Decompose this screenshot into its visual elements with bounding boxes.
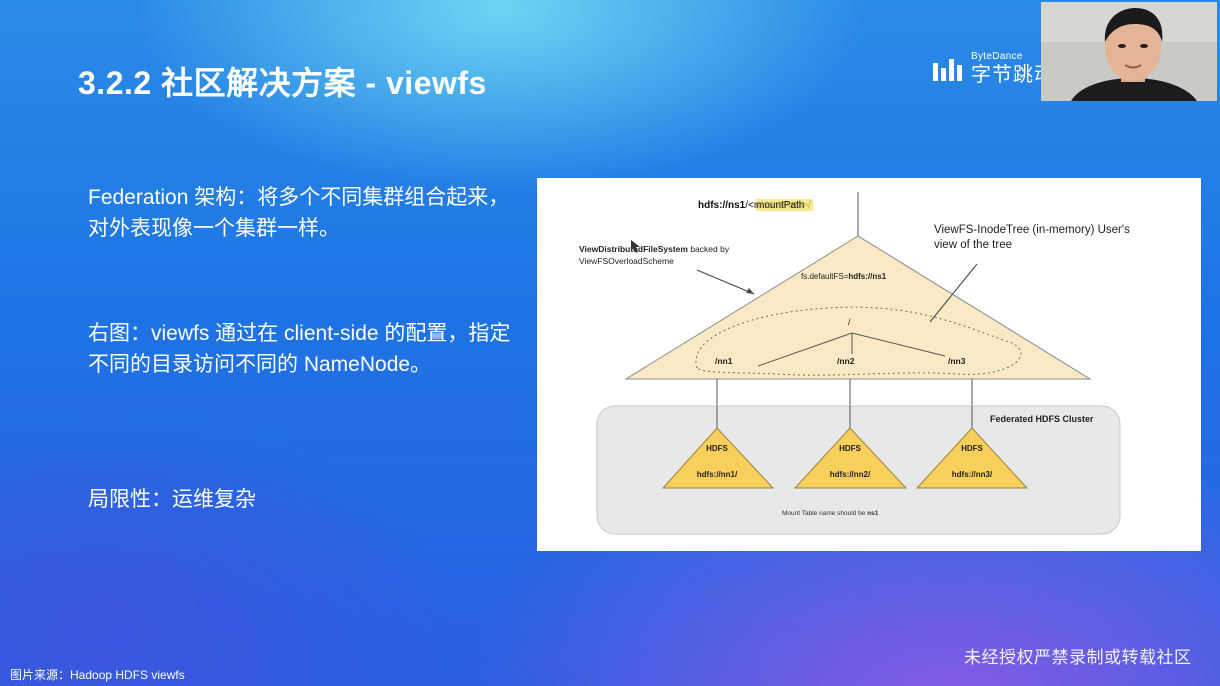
client-fs-arrowhead	[746, 288, 754, 294]
hdfs-nn3-triangle	[915, 427, 1029, 489]
image-source-caption: 图片来源：Hadoop HDFS viewfs	[10, 668, 185, 682]
hdfs-nn2-triangle	[793, 427, 908, 489]
inode-tree-pointer	[929, 263, 978, 323]
mount-path-highlight-box	[756, 199, 813, 211]
client-fs-label-line2: ViewFSOverloadScheme	[579, 256, 674, 266]
root-node: /	[848, 317, 851, 327]
viewfs-architecture-diagram: hdfs://ns1/<mountPath>/ mountPath ViewDi…	[537, 178, 1201, 551]
slide-title: 3.2.2 社区解决方案 - viewfs	[78, 65, 487, 101]
inode-tree-label-line2: view of the tree	[934, 239, 1012, 251]
presenter-webcam	[1041, 2, 1217, 101]
bytedance-logo-icon	[933, 58, 962, 81]
federation-paragraph: Federation 架构：将多个不同集群组合起来，对外表现像一个集群一样。	[88, 186, 510, 240]
logo-english-text: ByteDance	[971, 51, 1023, 62]
federated-cluster-label: Federated HDFS Cluster	[990, 414, 1094, 424]
mount-nn2: /nn2	[837, 356, 855, 366]
hdfs-nn1-label: HDFS	[706, 444, 728, 453]
viewfs-paragraph: 右图：viewfs 通过在 client-side 的配置，指定不同的目录访问不…	[88, 322, 511, 376]
hdfs-nn3-label: HDFS	[961, 444, 983, 453]
hdfs-nn3-uri: hdfs://nn3/	[952, 470, 993, 479]
inode-tree-triangle	[624, 235, 1092, 380]
mount-path-label: mountPath	[756, 200, 804, 211]
client-fs-pointer	[696, 269, 755, 295]
in-memory-region	[695, 306, 1022, 376]
mount-nn1: /nn1	[715, 356, 733, 366]
mount-table-note: Mount Table name should be ns1	[782, 510, 879, 517]
limitation-paragraph: 局限性：运维复杂	[88, 488, 256, 511]
inode-tree-label: ViewFS-InodeTree (in-memory) User's	[934, 224, 1130, 236]
tree-edge-nn1	[757, 332, 853, 367]
default-fs-label: fs.defaultFS=hdfs://ns1	[801, 272, 887, 281]
mouse-cursor-icon	[631, 240, 640, 253]
client-fs-label: ViewDistributedFileSystem backed by	[579, 244, 730, 254]
tree-edge-nn3	[851, 332, 946, 357]
logo-chinese-text: 字节跳动	[971, 64, 1055, 86]
mount-nn3: /nn3	[948, 356, 966, 366]
hdfs-nn2-uri: hdfs://nn2/	[830, 470, 871, 479]
hdfs-nn2-label: HDFS	[839, 444, 861, 453]
watermark-text: 未经授权严禁录制或转载社区	[964, 648, 1192, 667]
hdfs-nn1-triangle	[661, 427, 775, 489]
bytedance-logo: ByteDance 字节跳动	[932, 52, 1055, 85]
hdfs-nn1-uri: hdfs://nn1/	[697, 470, 738, 479]
